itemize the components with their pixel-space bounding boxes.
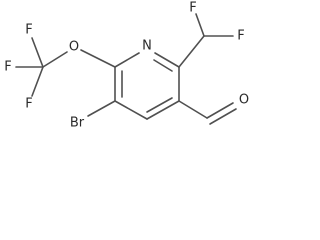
bond-cf3-f-bottom [31, 66, 44, 97]
atom-label-fluorine-chf2-top: F [189, 1, 196, 16]
atom-label-fluorine-bottom: F [25, 97, 32, 112]
atom-label-fluorine-top: F [25, 23, 32, 38]
chemical-structure: F F F O N F F Br O [4, 1, 249, 131]
bond-ring-chf2 [178, 35, 205, 68]
ring-bond-c2-n [114, 52, 140, 68]
atom-label-ether-oxygen: O [69, 40, 79, 55]
ring-bond-n-c6 [154, 52, 180, 68]
atom-label-aldehyde-oxygen: O [239, 93, 249, 108]
atom-label-bromine: Br [70, 116, 85, 131]
bond-o-ring [80, 49, 116, 68]
atom-labels: F F F O N F F Br O [4, 1, 249, 131]
bond-ring-cho [178, 100, 208, 119]
bonds [15, 13, 237, 125]
bond-cho-o [206, 102, 234, 119]
atom-label-fluorine-chf2-right: F [237, 29, 244, 44]
ring-bond-c4-c3 [114, 100, 148, 120]
atom-label-fluorine-left: F [4, 60, 11, 75]
ring-bond-n-c6-inner [153, 59, 173, 72]
atom-label-ring-nitrogen: N [142, 39, 152, 54]
bond-chf2-f-top [195, 13, 205, 37]
ring-bond-c5-c4 [146, 100, 180, 120]
bond-cf3-f-top [31, 37, 44, 68]
bond-cho-o-inner [209, 108, 237, 125]
bond-ring-br [87, 100, 116, 117]
ring-bond-c5-c4-inner [146, 97, 173, 113]
bond-cf3-o [42, 51, 68, 68]
